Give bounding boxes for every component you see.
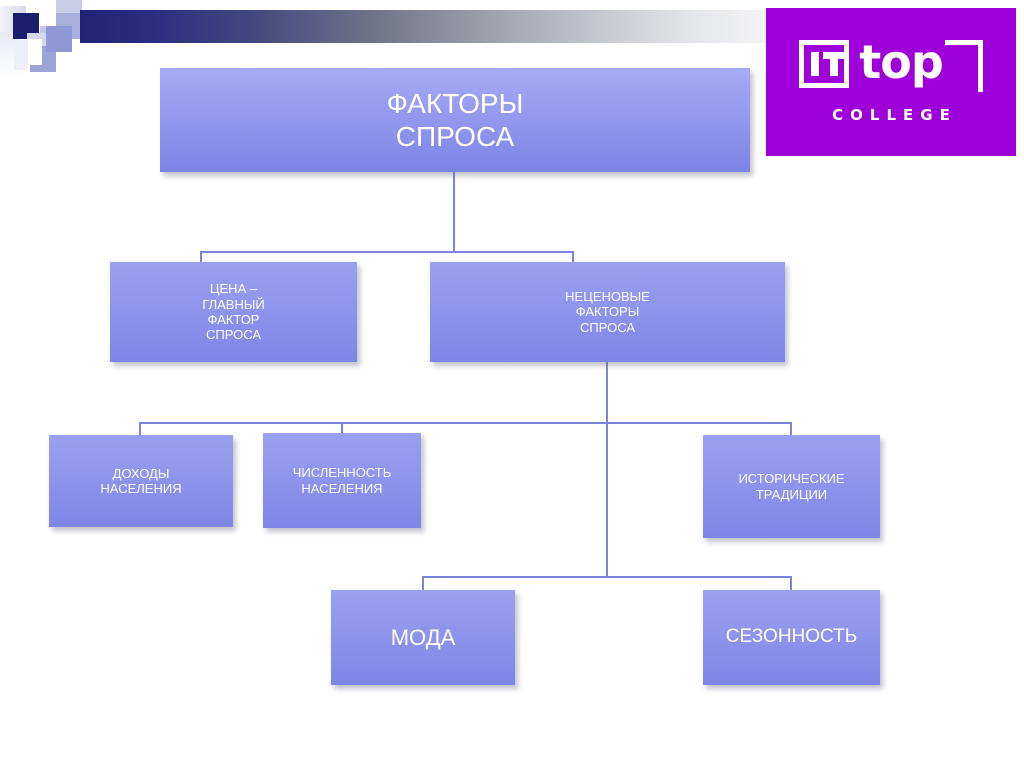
node-population-size-label: ЧИСЛЕННОСТЬ НАСЕЛЕНИЯ bbox=[292, 465, 392, 496]
it-mark-icon bbox=[799, 40, 850, 88]
connector-drop-season bbox=[790, 576, 792, 591]
deco-square-8 bbox=[56, 0, 82, 13]
logo-bracket-icon bbox=[944, 40, 983, 92]
header-gradient-bar bbox=[80, 10, 770, 43]
node-nonprice[interactable]: НЕЦЕНОВЫЕ ФАКТОРЫ СПРОСА bbox=[430, 262, 785, 362]
node-population-size[interactable]: ЧИСЛЕННОСТЬ НАСЕЛЕНИЯ bbox=[263, 433, 421, 528]
node-income[interactable]: ДОХОДЫ НАСЕЛЕНИЯ bbox=[49, 435, 233, 527]
connector-level4-bar bbox=[422, 576, 792, 578]
connector-drop-tradition bbox=[790, 422, 792, 436]
it-top-college-logo: top COLLEGE bbox=[766, 8, 1016, 156]
logo-word-top: top bbox=[859, 35, 944, 89]
node-nonprice-label: НЕЦЕНОВЫЕ ФАКТОРЫ СПРОСА bbox=[565, 289, 650, 335]
connector-nonprice-stem bbox=[606, 362, 608, 577]
connector-root-stem bbox=[453, 172, 455, 252]
connector-drop-price bbox=[200, 251, 202, 263]
connector-drop-income bbox=[139, 422, 141, 436]
logo-wordmark-row: top bbox=[799, 35, 983, 92]
connector-level2-bar bbox=[200, 251, 574, 253]
node-fashion[interactable]: МОДА bbox=[331, 590, 515, 685]
node-income-label: ДОХОДЫ НАСЕЛЕНИЯ bbox=[100, 465, 182, 496]
connector-drop-nonprice bbox=[572, 251, 574, 263]
node-fashion-label: МОДА bbox=[390, 624, 456, 650]
deco-square-10 bbox=[46, 26, 72, 52]
connector-drop-popsize bbox=[341, 422, 343, 434]
node-price-label: ЦЕНА – ГЛАВНЫЙ ФАКТОР СПРОСА bbox=[202, 281, 265, 343]
node-seasonality-label: СЕЗОННОСТЬ bbox=[725, 626, 858, 648]
logo-subtitle: COLLEGE bbox=[832, 106, 957, 124]
deco-square-12 bbox=[14, 40, 28, 70]
node-historical-traditions[interactable]: ИСТОРИЧЕСКИЕ ТРАДИЦИИ bbox=[703, 435, 880, 538]
node-historical-traditions-label: ИСТОРИЧЕСКИЕ ТРАДИЦИИ bbox=[738, 471, 845, 502]
node-seasonality[interactable]: СЕЗОННОСТЬ bbox=[703, 590, 880, 685]
node-price[interactable]: ЦЕНА – ГЛАВНЫЙ ФАКТОР СПРОСА bbox=[110, 262, 357, 362]
node-root[interactable]: ФАКТОРЫ СПРОСА bbox=[160, 68, 750, 172]
connector-drop-fashion bbox=[422, 576, 424, 591]
connector-level3-bar bbox=[139, 422, 792, 424]
node-root-label: ФАКТОРЫ СПРОСА bbox=[386, 87, 524, 152]
